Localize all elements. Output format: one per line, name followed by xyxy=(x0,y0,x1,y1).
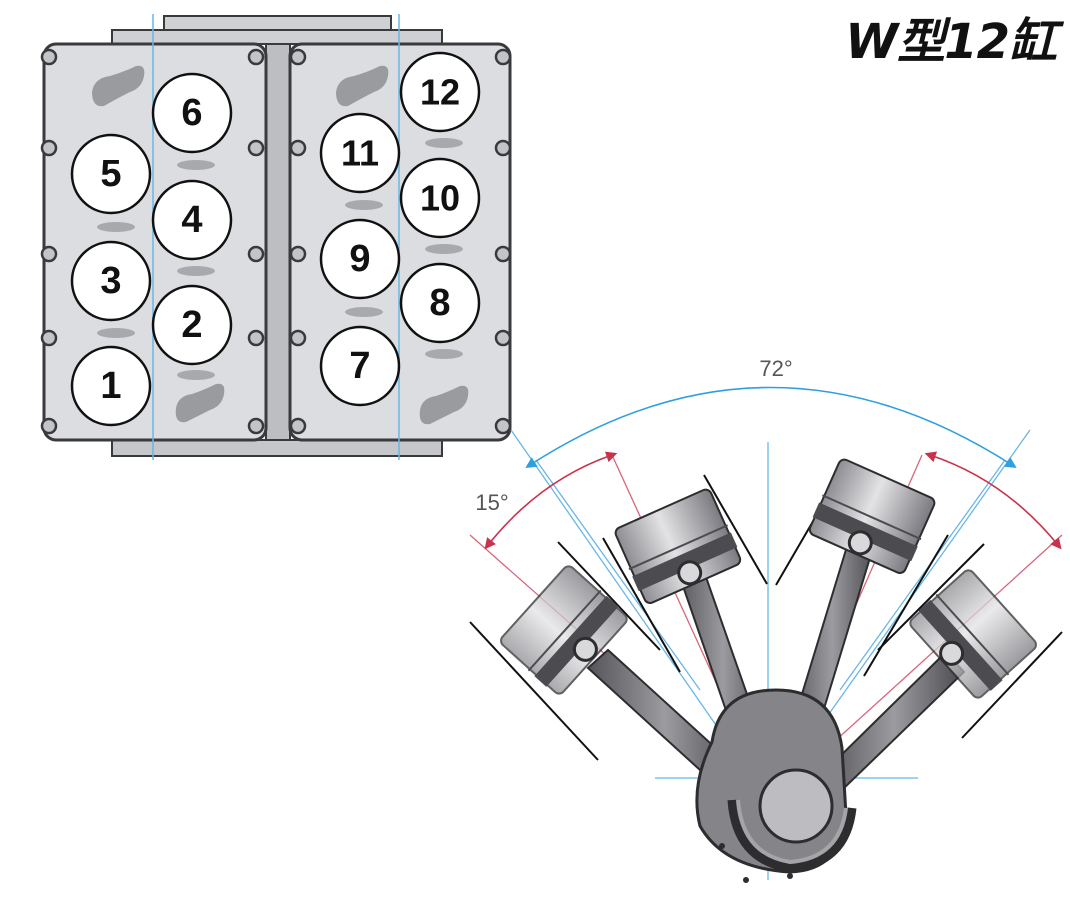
cylinder-1-icon xyxy=(70,345,152,427)
cylinder-3-icon xyxy=(70,240,152,322)
port-slot xyxy=(425,244,463,254)
bolt-icon xyxy=(289,48,307,66)
bolt-icon xyxy=(40,245,58,263)
cylinder-12-icon xyxy=(399,51,481,133)
bolt-icon xyxy=(247,139,265,157)
cylinder-wall xyxy=(703,474,768,585)
cylinder-label-3: 3 xyxy=(100,260,121,302)
port-slot xyxy=(177,160,215,170)
angle-arc-15-left xyxy=(484,451,618,550)
coolant-passage-icon xyxy=(92,65,145,107)
port-slot xyxy=(425,349,463,359)
port-slot xyxy=(425,138,463,148)
angle-arc-72 xyxy=(525,386,1017,469)
block-top-plate xyxy=(111,29,443,45)
block-top-rail xyxy=(163,15,392,31)
bolt-icon xyxy=(247,245,265,263)
crank-dot xyxy=(787,873,793,879)
block-bottom-plate xyxy=(111,439,443,457)
bolt-icon xyxy=(289,139,307,157)
bolt-icon xyxy=(289,245,307,263)
cylinder-6-icon xyxy=(151,72,233,154)
diagram-title: W型12缸 xyxy=(845,14,1057,70)
bolt-icon xyxy=(494,139,512,157)
cylinder-2-icon xyxy=(151,284,233,366)
cylinder-5-icon xyxy=(70,133,152,215)
bolt-icon xyxy=(494,245,512,263)
coolant-passage-icon xyxy=(175,383,225,423)
cylinder-wall xyxy=(557,541,661,651)
connecting-rod-4 xyxy=(822,650,966,792)
bolt-icon xyxy=(40,48,58,66)
bolt-icon xyxy=(289,417,307,435)
bearing-cap xyxy=(727,799,857,873)
angle-label-15: 15° xyxy=(475,490,508,515)
bolt-icon xyxy=(494,329,512,347)
cylinder-wall xyxy=(469,621,599,761)
piston-3 xyxy=(808,458,936,574)
cylinder-label-1: 1 xyxy=(100,365,121,407)
bearing-cap-inner xyxy=(736,799,848,865)
angle-label-72: 72° xyxy=(759,356,792,381)
piston-pin-icon xyxy=(677,560,703,586)
cylinder-label-5: 5 xyxy=(100,153,121,195)
cylinder-11-icon xyxy=(319,112,401,194)
cylinder-4-icon xyxy=(151,179,233,261)
block-center-strip xyxy=(265,43,291,441)
piston-pin-icon xyxy=(572,636,598,662)
cylinder-9-icon xyxy=(319,218,401,300)
cylinder-wall xyxy=(863,534,949,677)
cylinder-label-10: 10 xyxy=(420,178,460,219)
bolt-icon xyxy=(247,329,265,347)
bolt-icon xyxy=(247,417,265,435)
piston-ring xyxy=(821,494,922,541)
cylinder-label-6: 6 xyxy=(181,92,202,134)
cylinder-label-4: 4 xyxy=(181,199,202,241)
angle-arc-15-right xyxy=(924,451,1062,550)
piston-ring xyxy=(527,589,602,672)
cylinder-label-11: 11 xyxy=(341,133,379,174)
cylinder-10-icon xyxy=(399,157,481,239)
cylinder-label-12: 12 xyxy=(420,72,460,113)
bolt-icon xyxy=(40,329,58,347)
cylinder-8-icon xyxy=(399,262,481,344)
piston-ring xyxy=(935,593,1010,676)
cylinder-wall xyxy=(602,537,681,673)
coolant-passage-icon xyxy=(336,65,389,107)
port-slot xyxy=(177,266,215,276)
port-slot xyxy=(345,307,383,317)
piston-ring xyxy=(628,524,729,571)
crank-dot xyxy=(719,843,725,849)
crank-dot xyxy=(743,877,749,883)
cylinder-7-icon xyxy=(319,325,401,407)
cylinder-label-9: 9 xyxy=(349,238,370,280)
piston-pin-icon xyxy=(939,640,965,666)
bolt-icon xyxy=(289,329,307,347)
cylinder-label-2: 2 xyxy=(181,304,202,346)
port-slot xyxy=(177,370,215,380)
piston-4 xyxy=(909,569,1037,699)
crankshaft-journal xyxy=(758,768,834,844)
bolt-icon xyxy=(247,48,265,66)
bolt-icon xyxy=(494,417,512,435)
cylinder-label-8: 8 xyxy=(429,282,450,324)
port-slot xyxy=(97,222,135,232)
cylinder-wall xyxy=(877,543,985,651)
piston-2 xyxy=(614,488,742,604)
piston-pin-icon xyxy=(847,530,873,556)
bolt-icon xyxy=(40,139,58,157)
cylinder-wall xyxy=(961,631,1063,739)
bolt-icon xyxy=(40,417,58,435)
port-slot xyxy=(345,200,383,210)
piston-1 xyxy=(500,565,628,695)
cylinder-label-7: 7 xyxy=(349,345,370,387)
w-engine-cross-section: 72° 15° xyxy=(469,356,1063,883)
engine-block-top-view: 1 2 3 4 5 6 7 8 9 10 11 12 xyxy=(40,14,512,460)
coolant-passage-icon xyxy=(419,385,469,425)
bolt-icon xyxy=(494,48,512,66)
port-slot xyxy=(97,328,135,338)
